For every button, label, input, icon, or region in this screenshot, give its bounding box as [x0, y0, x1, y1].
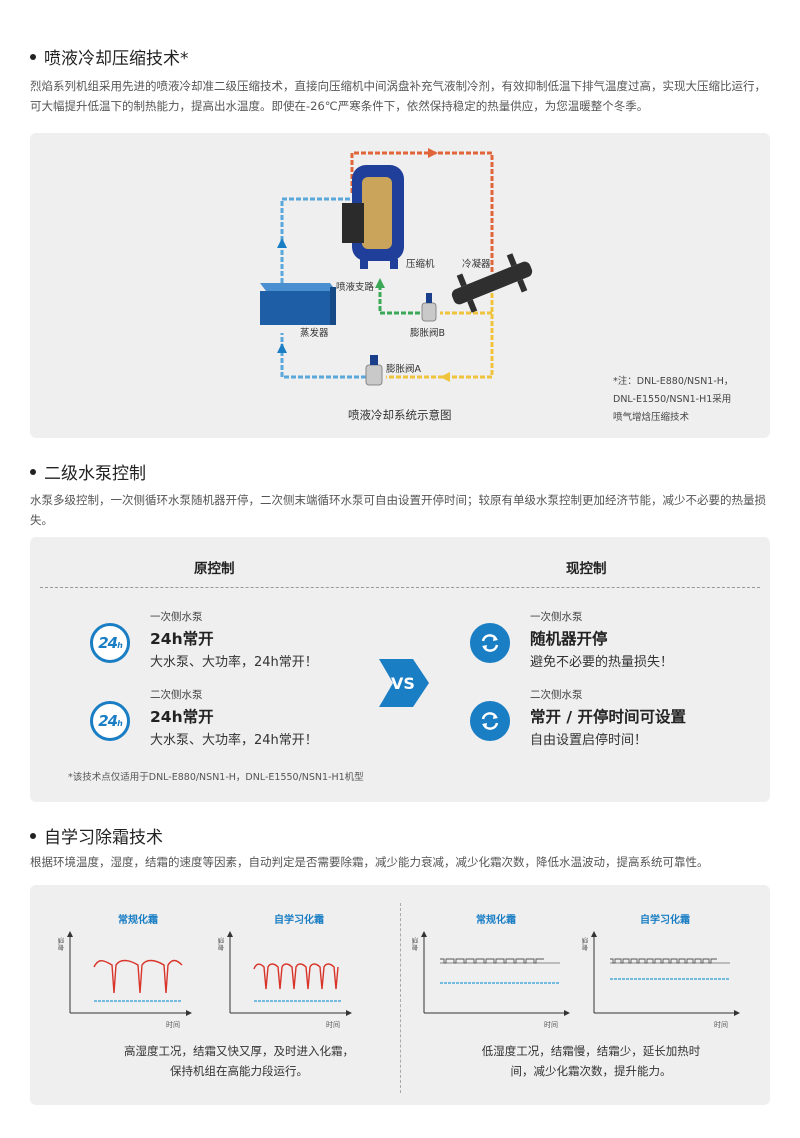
section-title-text: 自学习除霜技术 — [44, 828, 163, 848]
current-primary-pump: 一次侧水泵 随机器开停 避免不必要的热量损失！ — [470, 609, 750, 679]
low-humidity-description: 低湿度工况，结霜慢，结霜少，延长加热时间，减少化霜次数，提升能力。 — [481, 1044, 701, 1078]
label-valve-a: 膨胀阀A — [386, 364, 421, 375]
item-title: 24h常开 — [150, 708, 214, 726]
24h-icon: 24h — [90, 701, 130, 741]
label-compressor: 压缩机 — [406, 259, 435, 270]
spray-cooling-diagram-panel: 压缩机 冷凝器 喷液支路 蒸发器 膨胀阀B 膨胀阀A 喷液冷却系统示意图 *注：… — [30, 133, 770, 438]
flow-arrow — [375, 278, 385, 288]
pump-footnote: *该技术点仅适用于DNL-E880/NSN1-H，DNL-E1550/NSN1-… — [68, 772, 364, 783]
high-humidity-description: 高湿度工况，结霜又快又厚，及时进入化霜，保持机组在高能力段运行。 — [124, 1044, 354, 1078]
section-description: 根据环境温度，湿度，结霜的速度等因素，自动判定是否需要除霜，减少能力衰减，减少化… — [30, 855, 709, 869]
section-title-pump-control: 二级水泵控制 — [30, 459, 146, 484]
column-head-original: 原控制 — [194, 561, 235, 577]
y-axis-label: 温度 — [58, 937, 65, 951]
item-title: 24h常开 — [150, 630, 214, 648]
item-title: 常开 / 开停时间可设置 — [530, 708, 686, 726]
x-axis-label: 时间 — [544, 1020, 558, 1029]
defrost-chart-self-learning-low-humidity: 温度 时间 — [582, 931, 740, 1029]
section-title-text: 喷液冷却压缩技术* — [44, 49, 189, 69]
item-label: 二次侧水泵 — [530, 689, 583, 701]
diagram-note: *注：DNL-E880/NSN1-H， DNL-E1550/NSN1-H1采用 … — [613, 373, 763, 427]
label-condenser: 冷凝器 — [462, 259, 491, 270]
original-primary-pump: 24h 一次侧水泵 24h常开 大水泵、大功率，24h常开！ — [90, 609, 370, 679]
diagram-caption: 喷液冷却系统示意图 — [348, 408, 452, 422]
item-label: 二次侧水泵 — [150, 689, 203, 701]
y-axis-label: 温度 — [582, 937, 589, 951]
vs-badge: VS — [379, 659, 429, 707]
defrost-chart-self-learning-high-humidity: 温度 时间 — [218, 931, 352, 1029]
section-title-text: 二级水泵控制 — [44, 464, 146, 484]
discharge-pipe — [350, 151, 494, 273]
section-description: 烈焰系列机组采用先进的喷液冷却准二级压缩技术，直接向压缩机中间涡盘补充气液制冷剂… — [30, 79, 766, 113]
flow-arrow — [277, 343, 287, 353]
section-title-spray-cooling: 喷液冷却压缩技术* — [30, 44, 189, 69]
x-axis-label: 时间 — [166, 1020, 180, 1029]
compressor-foot — [360, 259, 368, 269]
section-description: 水泵多级控制，一次侧循环水泵随机器开停，二次侧末端循环水泵可自由设置开停时间；较… — [30, 493, 766, 527]
liquid-pipe — [386, 293, 494, 379]
item-title: 随机器开停 — [530, 630, 608, 648]
svg-text:VS: VS — [391, 674, 415, 693]
spray-cooling-diagram — [260, 148, 533, 386]
temp-curve — [93, 959, 183, 994]
divider-line — [40, 587, 760, 588]
flow-arrow — [440, 372, 450, 382]
temp-curve — [440, 958, 544, 964]
flow-arrow — [428, 148, 438, 158]
x-axis-label: 时间 — [714, 1020, 728, 1029]
suction-pipe — [280, 197, 352, 283]
injection-pipe — [378, 283, 420, 315]
item-desc: 避免不必要的热量损失！ — [530, 655, 674, 670]
item-label: 一次侧水泵 — [150, 611, 203, 623]
flow-arrow — [277, 238, 287, 248]
evaporator-inlet-pipe — [280, 333, 366, 379]
column-head-current: 现控制 — [566, 561, 607, 577]
y-axis-label: 温度 — [412, 937, 419, 951]
label-valve-b: 膨胀阀B — [410, 328, 446, 339]
chart-title: 常规化霜 — [118, 915, 158, 926]
chart-title: 自学习化霜 — [640, 915, 690, 926]
compressor-foot — [390, 259, 398, 269]
item-desc: 大水泵、大功率，24h常开！ — [150, 733, 318, 748]
bullet-dot — [30, 468, 36, 475]
x-axis-label: 时间 — [326, 1020, 340, 1029]
item-label: 一次侧水泵 — [530, 611, 583, 623]
pump-control-comparison-panel: 原控制 现控制 24h 一次侧水泵 24h常开 大水泵、大功率，24h常开！ 2… — [30, 537, 770, 802]
note-line: *注：DNL-E880/NSN1-H， — [613, 376, 734, 387]
temp-curve — [610, 958, 717, 964]
chart-title: 自学习化霜 — [274, 915, 324, 926]
y-axis-label: 温度 — [218, 937, 225, 951]
panel-divider — [400, 903, 401, 1093]
chart-title: 常规化霜 — [476, 915, 516, 926]
item-desc: 大水泵、大功率，24h常开！ — [150, 655, 318, 670]
condenser-unit — [451, 253, 533, 313]
compressor-terminal — [342, 203, 364, 243]
original-secondary-pump: 24h 二次侧水泵 24h常开 大水泵、大功率，24h常开！ — [90, 687, 370, 757]
current-secondary-pump: 二次侧水泵 常开 / 开停时间可设置 自由设置启停时间！ — [470, 687, 750, 757]
label-evaporator: 蒸发器 — [300, 328, 329, 339]
defrost-comparison-panel: 常规化霜 自学习化霜 常规化霜 自学习化霜 温度 时间 温度 时间 温度 时间 … — [30, 885, 770, 1105]
section-title-defrost: 自学习除霜技术 — [30, 823, 163, 848]
24h-icon: 24h — [90, 623, 130, 663]
temp-curve — [253, 963, 339, 990]
defrost-chart-conventional-high-humidity: 温度 时间 — [58, 931, 192, 1029]
expansion-valve-a — [365, 355, 383, 386]
label-injection-branch: 喷液支路 — [336, 282, 375, 293]
expansion-valve-b — [421, 293, 437, 322]
compressor-core — [362, 177, 392, 249]
note-line: DNL-E1550/NSN1-H1采用 — [613, 394, 732, 405]
bullet-dot — [30, 53, 36, 60]
bullet-dot — [30, 832, 36, 839]
item-desc: 自由设置启停时间！ — [530, 733, 648, 748]
note-line: 喷气增焓压缩技术 — [613, 412, 690, 423]
cycle-icon — [470, 623, 510, 663]
evaporator-unit — [260, 283, 336, 325]
defrost-chart-conventional-low-humidity: 温度 时间 — [412, 931, 570, 1029]
cycle-icon — [470, 701, 510, 741]
